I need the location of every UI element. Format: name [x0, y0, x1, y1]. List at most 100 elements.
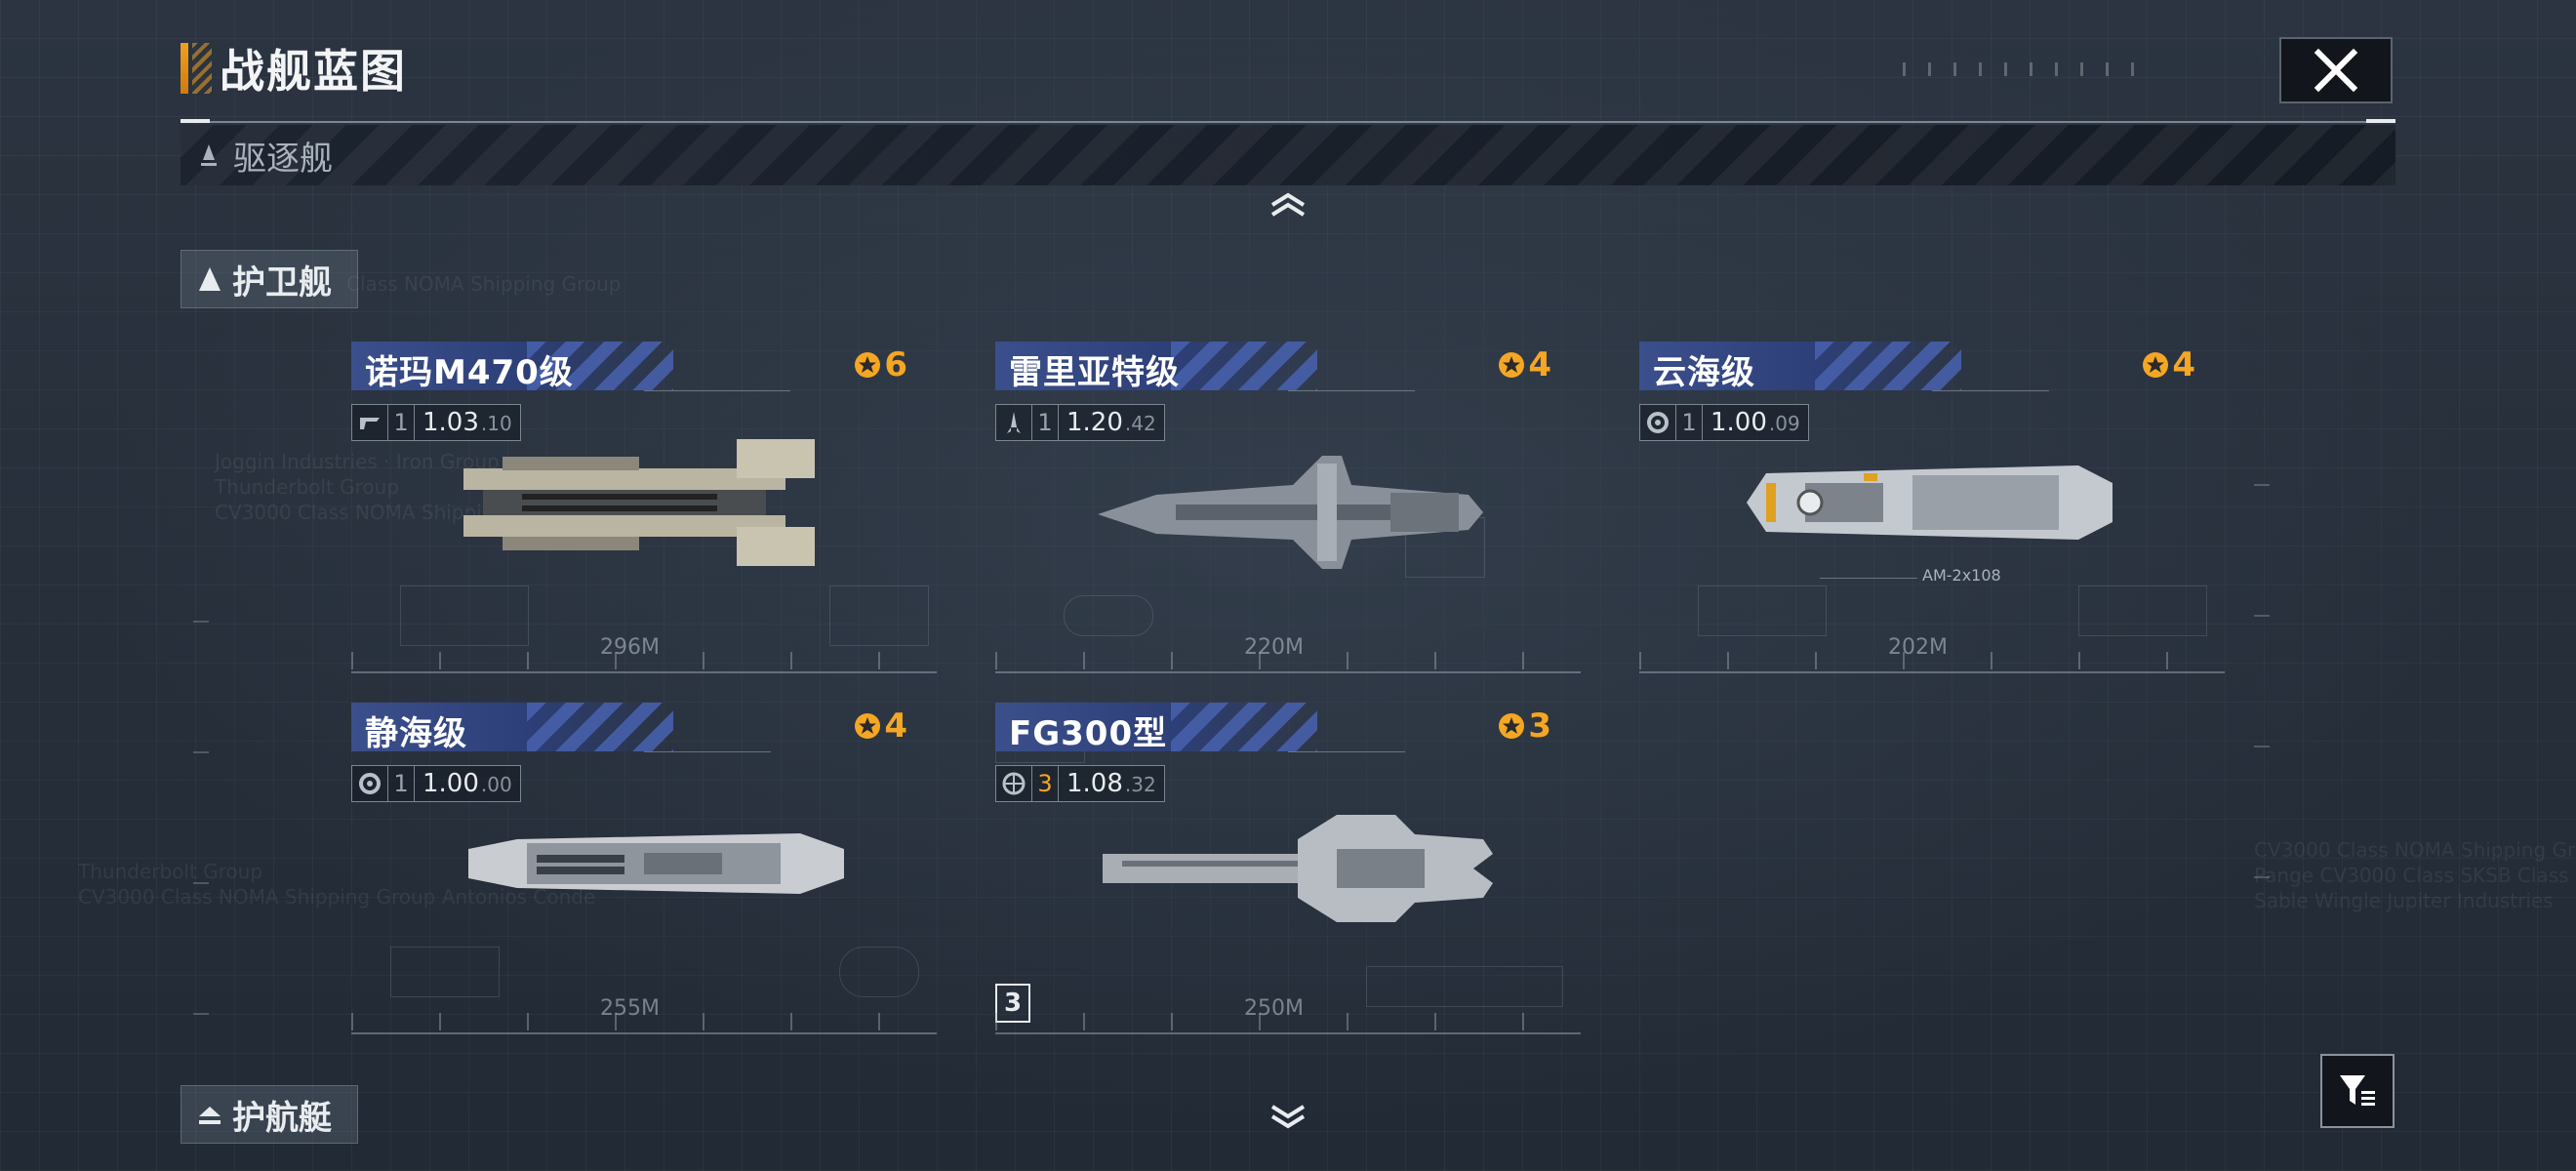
frigate-icon — [199, 267, 221, 291]
ship-stats: 1 1.00.00 — [351, 765, 521, 802]
stat-sub: .10 — [480, 412, 512, 435]
ship-name-bar: 静海级 — [351, 703, 673, 753]
ship-stats: 1 1.00.09 — [1639, 404, 1809, 441]
blueprint-sketch — [829, 586, 929, 646]
ship-card[interactable]: 静海级 4 1 1.00.00 255M — [351, 703, 937, 1034]
filter-button[interactable] — [2320, 1054, 2395, 1128]
ship-image — [1098, 456, 1483, 569]
stat-main: 1.08 — [1067, 769, 1123, 798]
blueprint-sketch — [1064, 595, 1153, 636]
header-ticks — [1903, 62, 2137, 76]
leader-line — [1288, 751, 1405, 752]
card-baseline — [995, 671, 1581, 673]
leader-line — [644, 390, 790, 391]
ship-card[interactable]: 诺玛M470级 6 1 1.03.10 296M — [351, 342, 937, 673]
nomad-logo-icon — [360, 418, 380, 429]
ship-name: 云海级 — [1653, 353, 1755, 392]
stat-sub: .42 — [1124, 412, 1156, 435]
category-tab-frigate[interactable]: 护卫舰 — [181, 250, 358, 308]
rank-star-icon — [1499, 352, 1525, 378]
title-accent-stripes — [192, 43, 212, 94]
globe-logo-icon — [1002, 772, 1026, 795]
ship-length: 202M — [1888, 635, 1948, 660]
scroll-up-icon[interactable] — [1268, 191, 1308, 221]
ship-name: 诺玛M470级 — [365, 353, 574, 392]
destroyer-icon — [201, 144, 217, 166]
page-title: 战舰蓝图 — [220, 45, 407, 98]
ship-stats: 1 1.20.42 — [995, 404, 1165, 441]
ship-image — [463, 439, 815, 566]
ship-rank: 4 — [853, 707, 907, 746]
leader-line — [644, 751, 771, 752]
leader-line — [1288, 390, 1415, 391]
rank-value: 4 — [2172, 345, 2195, 384]
stat-main: 1.00 — [423, 769, 479, 798]
card-baseline — [995, 1032, 1581, 1034]
scale-ticks — [351, 1013, 937, 1030]
ship-name: 静海级 — [365, 714, 467, 753]
ship-card[interactable]: 云海级 4 1 1.00.09 AM-2x108 202M — [1639, 342, 2225, 673]
rank-star-icon — [855, 352, 881, 378]
blueprint-sketch — [1366, 966, 1563, 1007]
side-ticks — [193, 605, 209, 1015]
section-label: 驱逐舰 — [233, 139, 333, 179]
scroll-down-icon[interactable] — [1268, 1101, 1308, 1130]
ship-name-bar: 雷里亚特级 — [995, 342, 1317, 392]
stat-main: 1.00 — [1711, 408, 1767, 437]
ship-card[interactable]: FG300型 3 3 1.08.32 3 250M — [995, 703, 1581, 1034]
rank-value: 4 — [884, 707, 907, 746]
gear-logo-icon — [359, 773, 381, 794]
header-divider — [181, 119, 2395, 123]
stat-sub: .00 — [480, 773, 512, 796]
title-accent — [181, 43, 188, 94]
ship-count: 1 — [388, 405, 415, 440]
stat-sub: .32 — [1124, 773, 1156, 796]
ship-name-bar: 云海级 — [1639, 342, 1961, 392]
rank-star-icon — [1499, 713, 1525, 739]
section-bar-destroyer[interactable]: 驱逐舰 — [181, 125, 2395, 185]
ship-name: 雷里亚特级 — [1009, 353, 1180, 392]
ship-length: 296M — [600, 635, 660, 660]
ship-name-bar: FG300型 — [995, 703, 1317, 753]
rank-value: 4 — [1528, 345, 1551, 384]
card-baseline — [351, 1032, 937, 1034]
blueprint-sketch — [2078, 586, 2207, 636]
scale-ticks — [995, 1013, 1581, 1030]
category-tab-corvette[interactable]: 护航艇 — [181, 1085, 358, 1144]
ship-name: FG300型 — [1009, 714, 1168, 753]
ship-stats: 1 1.03.10 — [351, 404, 521, 441]
ship-count: 1 — [1676, 405, 1703, 440]
ship-length: 255M — [600, 996, 660, 1021]
rocket-logo-icon — [1007, 412, 1021, 433]
ship-count: 1 — [388, 766, 415, 801]
ship-image — [1747, 465, 2113, 540]
ship-rank: 4 — [1497, 345, 1551, 384]
blueprint-sketch — [1698, 586, 1827, 636]
ship-rank: 6 — [853, 345, 907, 384]
ship-image — [1103, 815, 1493, 922]
blueprint-sketch — [839, 947, 919, 997]
rank-star-icon — [855, 713, 881, 739]
ship-length: 250M — [1244, 996, 1304, 1021]
scale-ticks — [1639, 652, 2225, 669]
corvette-icon — [199, 1107, 221, 1124]
blueprint-sketch — [390, 947, 500, 997]
page-header: 战舰蓝图 — [181, 39, 407, 98]
annotation-label: AM-2x108 — [1922, 566, 2001, 585]
ship-rank: 4 — [2141, 345, 2195, 384]
gear-logo-icon — [1647, 412, 1669, 433]
stat-main: 1.03 — [423, 408, 479, 437]
stat-sub: .09 — [1768, 412, 1800, 435]
ship-card[interactable]: 雷里亚特级 4 1 1.20.42 220M — [995, 342, 1581, 673]
ship-count: 3 — [1032, 766, 1059, 801]
close-button[interactable] — [2279, 37, 2393, 103]
card-baseline — [1639, 671, 2225, 673]
ship-name-bar: 诺玛M470级 — [351, 342, 673, 392]
ship-image — [468, 833, 844, 894]
quantity-badge: 3 — [995, 984, 1030, 1023]
annotation-line — [1820, 578, 1917, 579]
category-label: 护卫舰 — [232, 262, 332, 303]
close-icon — [2314, 48, 2358, 93]
